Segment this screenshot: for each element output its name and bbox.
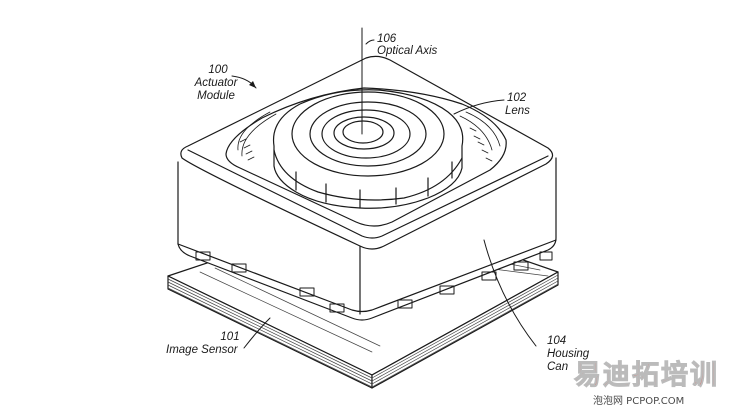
label-housing: Housing	[547, 348, 590, 360]
leader-lines	[231, 39, 537, 349]
watermark-site: 泡泡网 PCPOP.COM	[593, 396, 685, 407]
leader-101	[243, 317, 271, 349]
watermark-brand: 易迪拓培训	[574, 360, 719, 391]
actuator-coil	[237, 111, 501, 162]
lens-assembly	[272, 89, 464, 209]
label-101-number: 101	[220, 331, 240, 343]
leader-106	[365, 39, 375, 45]
label-image-sensor: Image Sensor	[166, 344, 238, 356]
label-actuator: Actuator	[194, 77, 238, 89]
label-106-number: 106	[377, 33, 397, 45]
leader-104	[483, 239, 537, 347]
leader-102	[453, 99, 505, 115]
label-104-number: 104	[547, 335, 567, 347]
arrowhead-100	[249, 81, 256, 88]
label-102-number: 102	[507, 92, 527, 104]
label-module: Module	[197, 90, 235, 102]
label-100-number: 100	[208, 64, 228, 76]
label-optical-axis: Optical Axis	[377, 45, 438, 57]
label-can: Can	[547, 361, 569, 373]
label-lens: Lens	[505, 105, 530, 117]
